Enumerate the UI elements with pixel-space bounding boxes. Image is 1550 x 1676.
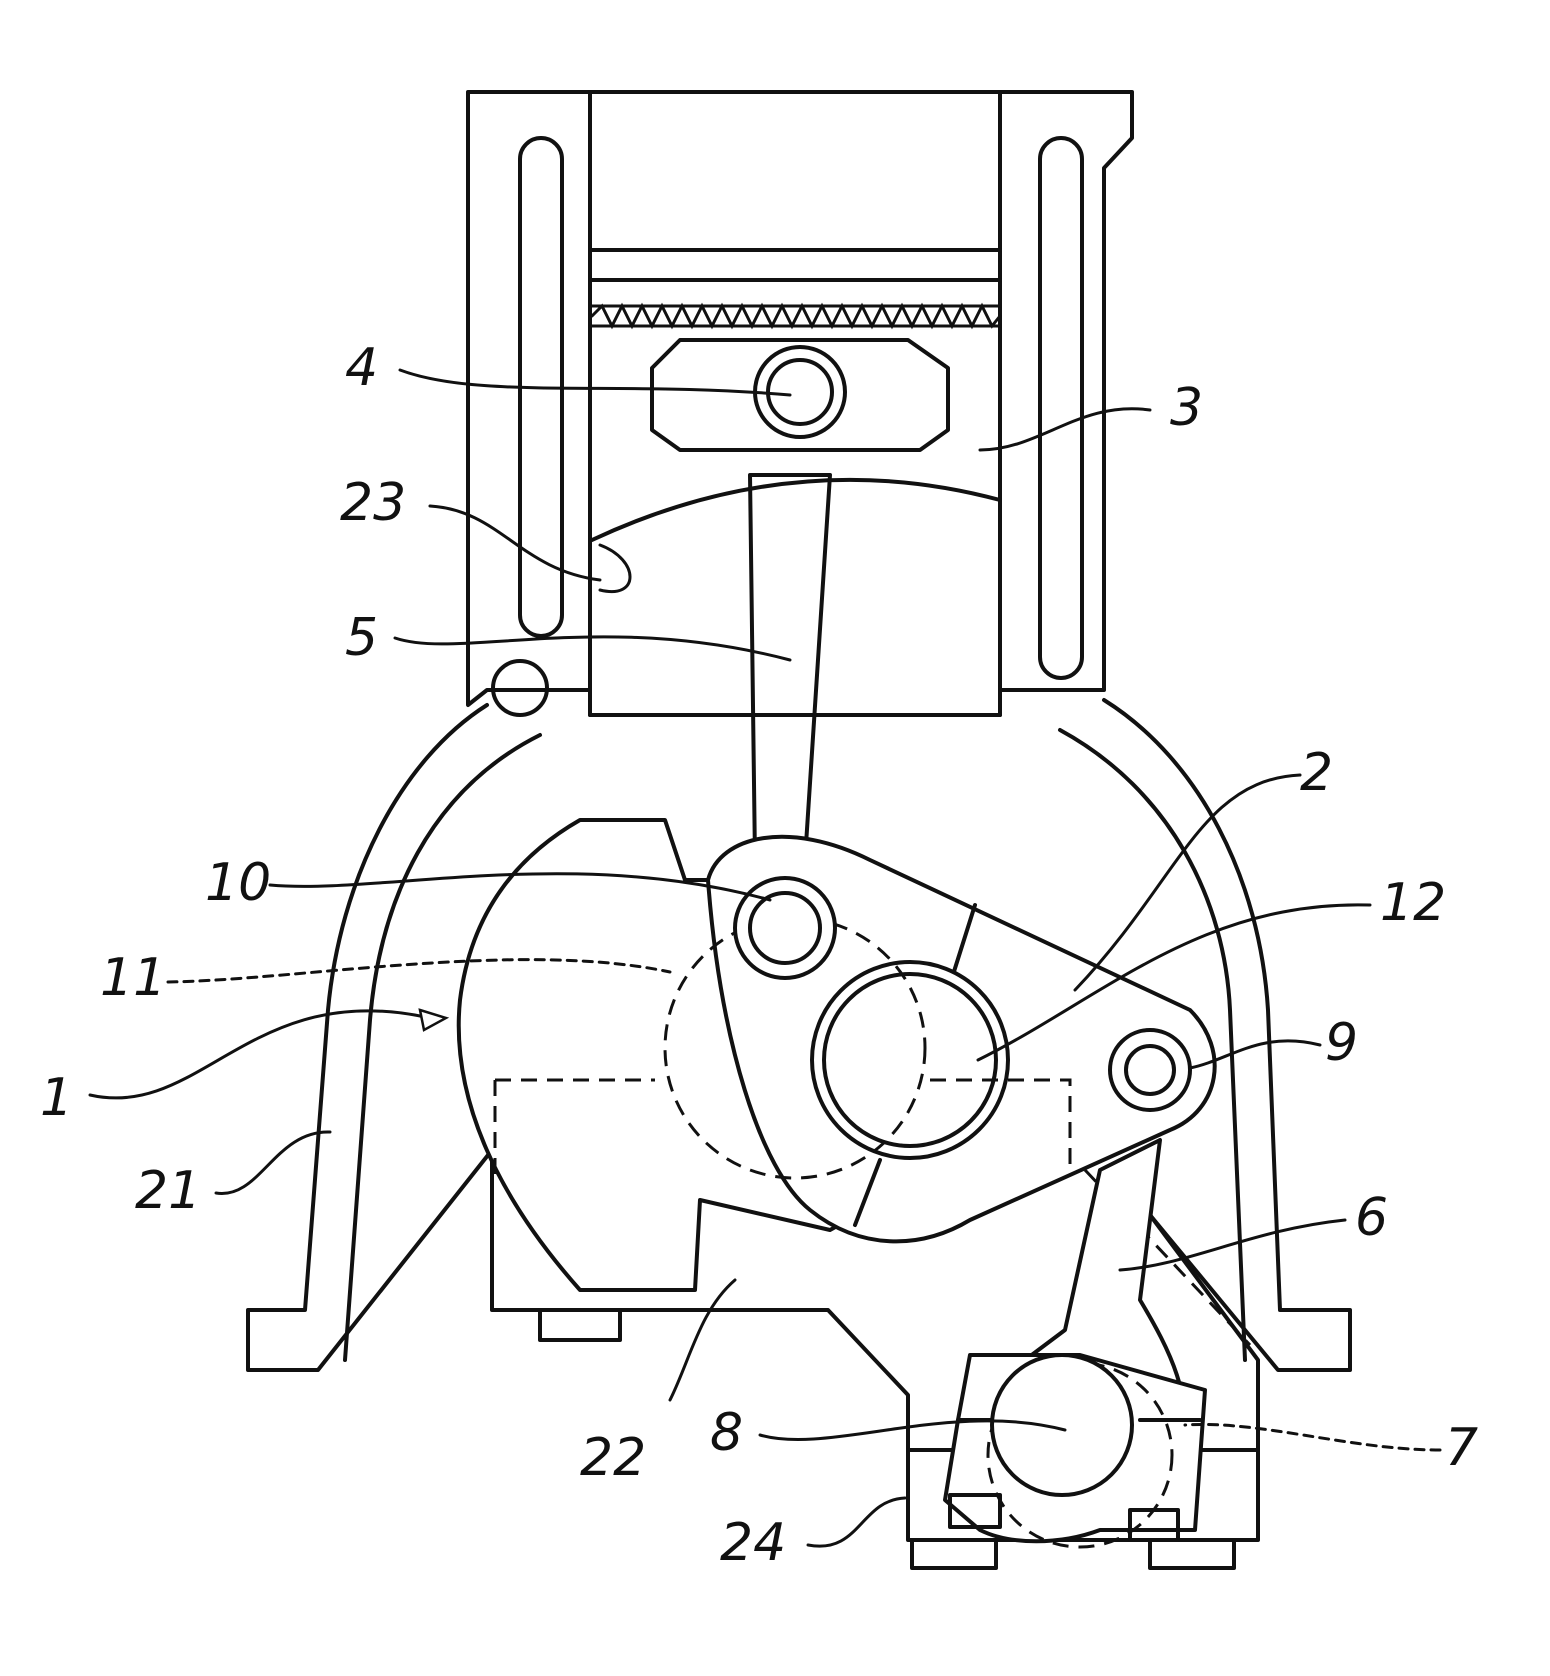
connecting-rod: [748, 473, 832, 862]
label-12: 12: [1380, 873, 1446, 933]
link-pin: [1108, 1028, 1192, 1112]
label-3: 3: [1170, 378, 1203, 438]
cylinder-wall-mark: [598, 543, 632, 594]
crankcase: [246, 698, 1352, 1372]
label-10: 10: [205, 853, 271, 913]
label-23: 23: [340, 473, 406, 533]
label-11: 11: [100, 948, 166, 1008]
label-8: 8: [710, 1403, 743, 1463]
label-4: 4: [345, 338, 378, 398]
label-9: 9: [1325, 1013, 1358, 1073]
leader-lines: [88, 368, 1442, 1548]
control-shaft-housing: [943, 1353, 1207, 1549]
piston: [590, 248, 1002, 542]
label-24: 24: [720, 1513, 786, 1573]
crank-pin: [810, 960, 1010, 1160]
label-21: 21: [135, 1161, 201, 1221]
label-7: 7: [1445, 1418, 1478, 1478]
cylinder-block: [466, 90, 1134, 717]
label-1: 1: [40, 1068, 73, 1128]
part-labels: 1 2 3 4 5 6 7 8 9 10 11 12 21 22 23 24: [40, 338, 1478, 1573]
label-5: 5: [345, 608, 378, 668]
label-2: 2: [1300, 743, 1333, 803]
label-6: 6: [1355, 1188, 1388, 1248]
label-22: 22: [580, 1428, 646, 1488]
connecting-pin: [733, 876, 837, 980]
